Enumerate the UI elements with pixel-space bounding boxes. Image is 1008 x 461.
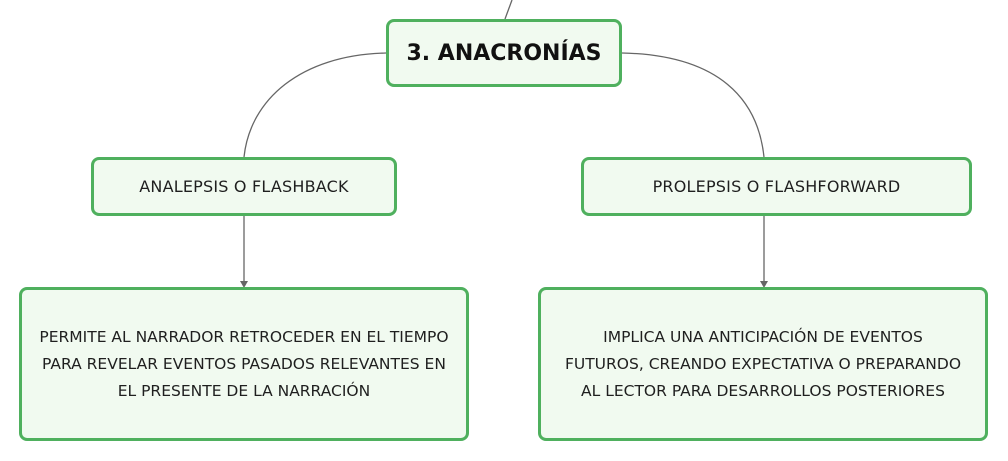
connector-root-to-analepsis: [243, 52, 387, 158]
root-node[interactable]: 3. ANACRONÍAS: [386, 19, 622, 87]
root-node-label: 3. ANACRONÍAS: [406, 40, 602, 66]
prolepsis-description-line: IMPLICA UNA ANTICIPACIÓN DE EVENTOS: [603, 327, 923, 346]
analepsis-description-line: PARA REVELAR EVENTOS PASADOS RELEVANTES …: [42, 354, 446, 373]
analepsis-description-text: PERMITE AL NARRADOR RETROCEDER EN EL TIE…: [39, 324, 448, 405]
prolepsis-node[interactable]: PROLEPSIS O FLASHFORWARD: [581, 157, 972, 216]
incoming-connector: [504, 0, 513, 20]
arrowhead-prolepsis: [760, 281, 768, 288]
prolepsis-description-line: FUTUROS, CREANDO EXPECTATIVA O PREPARAND…: [564, 354, 962, 373]
arrowhead-analepsis: [240, 281, 248, 288]
analepsis-node[interactable]: ANALEPSIS O FLASHBACK: [91, 157, 397, 216]
connector-root-to-prolepsis: [621, 52, 765, 158]
prolepsis-description-line: AL LECTOR PARA DESARROLLOS POSTERIORES: [581, 381, 945, 400]
prolepsis-description-node[interactable]: IMPLICA UNA ANTICIPACIÓN DE EVENTOS FUTU…: [538, 287, 988, 441]
analepsis-description-line: EL PRESENTE DE LA NARRACIÓN: [117, 381, 371, 400]
prolepsis-node-label: PROLEPSIS O FLASHFORWARD: [652, 177, 901, 196]
analepsis-description-line: PERMITE AL NARRADOR RETROCEDER EN EL TIE…: [39, 327, 449, 346]
analepsis-node-label: ANALEPSIS O FLASHBACK: [139, 177, 349, 196]
analepsis-description-node[interactable]: PERMITE AL NARRADOR RETROCEDER EN EL TIE…: [19, 287, 469, 441]
prolepsis-description-text: IMPLICA UNA ANTICIPACIÓN DE EVENTOS FUTU…: [565, 324, 961, 405]
